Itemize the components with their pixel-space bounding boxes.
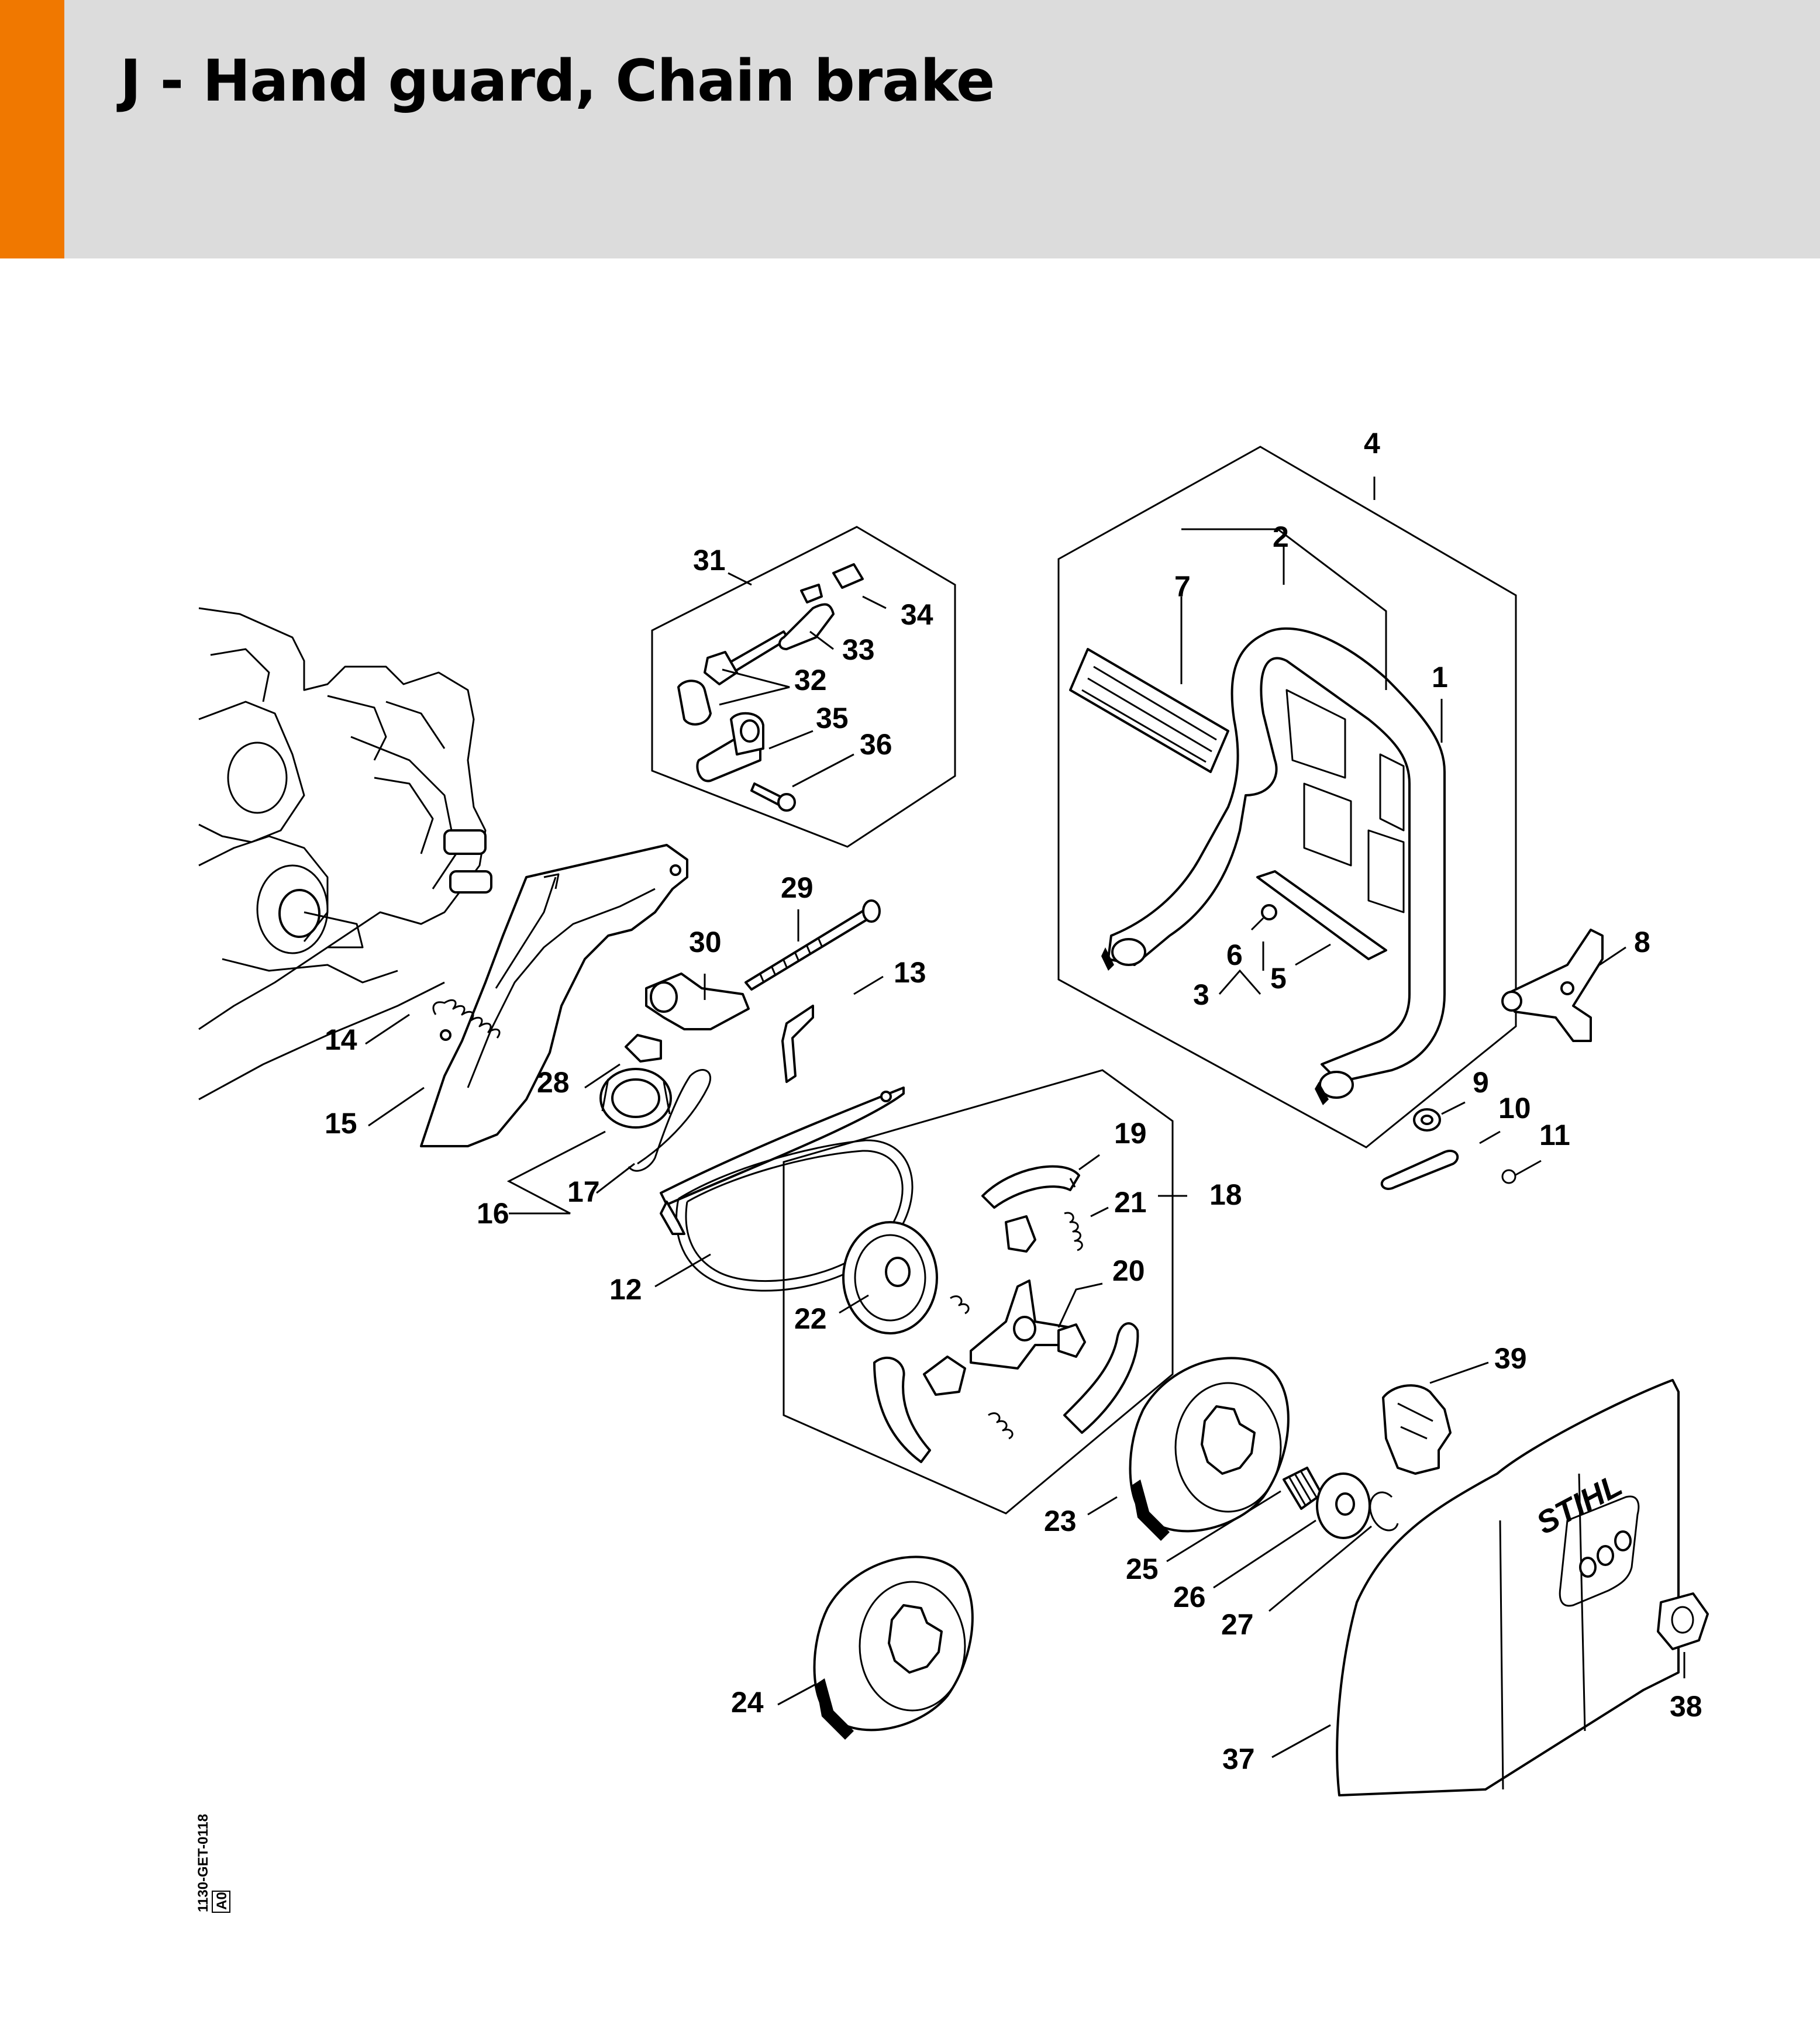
callout-4: 4 bbox=[1364, 427, 1380, 460]
callout-12: 12 bbox=[609, 1273, 642, 1306]
header-accent-bar bbox=[0, 0, 64, 258]
callout-39: 39 bbox=[1494, 1342, 1527, 1375]
callout-7: 7 bbox=[1174, 570, 1191, 603]
callout-30: 30 bbox=[689, 926, 722, 958]
part-1-hand-guard bbox=[1101, 627, 1446, 1105]
callout-labels: 1 2 3 4 5 6 7 8 9 10 11 12 13 14 15 16 1… bbox=[325, 427, 1702, 1775]
part-36-screw bbox=[750, 782, 796, 812]
part-10-link bbox=[1380, 1150, 1459, 1190]
callout-23: 23 bbox=[1044, 1505, 1077, 1537]
leader-lines bbox=[365, 477, 1685, 1758]
callout-19: 19 bbox=[1114, 1117, 1147, 1150]
part-11-retaining-ring bbox=[1501, 1169, 1516, 1184]
callout-38: 38 bbox=[1670, 1690, 1702, 1723]
callout-26: 26 bbox=[1173, 1581, 1206, 1613]
part-23-clutch-drum bbox=[1129, 1357, 1290, 1541]
callout-2: 2 bbox=[1273, 520, 1289, 553]
part-33-lever bbox=[778, 584, 835, 650]
group-outline-18 bbox=[783, 1069, 1174, 1515]
callout-18: 18 bbox=[1209, 1178, 1242, 1211]
crankcase-drawing bbox=[198, 607, 492, 1101]
callout-15: 15 bbox=[325, 1107, 357, 1140]
callout-20: 20 bbox=[1112, 1254, 1145, 1287]
part-19-clutch-shoe bbox=[981, 1165, 1080, 1209]
callout-5: 5 bbox=[1270, 962, 1287, 995]
callout-9: 9 bbox=[1473, 1066, 1489, 1099]
part-28-bolt bbox=[625, 1034, 662, 1063]
callout-27: 27 bbox=[1221, 1608, 1254, 1641]
drawing-code: 1130-GET-0118 bbox=[195, 1814, 211, 1912]
part-37-sprocket-cover: STIHL bbox=[1336, 1379, 1680, 1796]
part-20-clutch-carrier bbox=[970, 1215, 1086, 1370]
part-35-guide bbox=[696, 712, 764, 782]
part-32-adjuster-screw bbox=[677, 630, 790, 726]
part-7-grip-pad bbox=[1069, 648, 1229, 773]
callout-34: 34 bbox=[901, 598, 933, 631]
callout-21: 21 bbox=[1114, 1186, 1147, 1219]
drawing-reference: 1130-GET-0118 A0 bbox=[195, 1814, 230, 1913]
callout-3: 3 bbox=[1193, 978, 1209, 1011]
callout-37: 37 bbox=[1222, 1743, 1255, 1775]
part-15-brake-lever bbox=[420, 844, 688, 1147]
group-outline-4 bbox=[1057, 446, 1517, 1149]
part-26-washer bbox=[1316, 1472, 1371, 1539]
part-38-nut bbox=[1657, 1592, 1709, 1650]
part-39-brake-lever bbox=[1382, 1384, 1452, 1475]
callout-22: 22 bbox=[794, 1302, 827, 1335]
part-21-clutch-spring bbox=[950, 1212, 1083, 1440]
header-band bbox=[0, 0, 1820, 258]
part-29-tensioner-screw bbox=[744, 899, 881, 991]
callout-32: 32 bbox=[794, 664, 827, 696]
callout-36: 36 bbox=[860, 728, 892, 761]
callout-29: 29 bbox=[781, 871, 814, 904]
page-title: J - Hand guard, Chain brake bbox=[120, 48, 995, 115]
callout-6: 6 bbox=[1226, 939, 1243, 971]
callout-11: 11 bbox=[1539, 1119, 1570, 1151]
callout-16: 16 bbox=[477, 1197, 509, 1230]
group-outline-31 bbox=[651, 526, 956, 848]
callout-13: 13 bbox=[894, 956, 926, 989]
part-34-block bbox=[832, 563, 864, 589]
part-27-e-clip bbox=[1369, 1491, 1399, 1532]
callout-14: 14 bbox=[325, 1023, 357, 1056]
part-9-washer bbox=[1413, 1108, 1441, 1132]
callout-33: 33 bbox=[842, 633, 875, 666]
revision-box bbox=[212, 1891, 230, 1913]
callout-31: 31 bbox=[693, 544, 726, 577]
part-clutch-shoes-lower bbox=[873, 1322, 1139, 1463]
part-8-bell-crank bbox=[1501, 929, 1604, 1042]
part-5-plate bbox=[1256, 870, 1387, 960]
callout-8: 8 bbox=[1634, 926, 1650, 958]
callout-35: 35 bbox=[816, 702, 849, 734]
callout-24: 24 bbox=[731, 1686, 764, 1719]
callout-28: 28 bbox=[537, 1066, 570, 1099]
part-17-spring bbox=[628, 1069, 712, 1172]
part-13-pin bbox=[781, 1005, 814, 1083]
part-24-rim-sprocket bbox=[813, 1556, 974, 1740]
part-22-clutch-washer bbox=[842, 1221, 938, 1334]
part-16-bushing bbox=[599, 1068, 672, 1129]
callout-17: 17 bbox=[567, 1175, 600, 1208]
callout-10: 10 bbox=[1498, 1092, 1531, 1125]
part-6-screw bbox=[1250, 904, 1277, 931]
callout-1: 1 bbox=[1432, 661, 1448, 694]
callout-25: 25 bbox=[1126, 1553, 1159, 1585]
part-30-tensioner-slide bbox=[645, 972, 750, 1030]
part-14-tension-spring bbox=[432, 873, 560, 1039]
drawing-revision: A0 bbox=[214, 1892, 230, 1910]
